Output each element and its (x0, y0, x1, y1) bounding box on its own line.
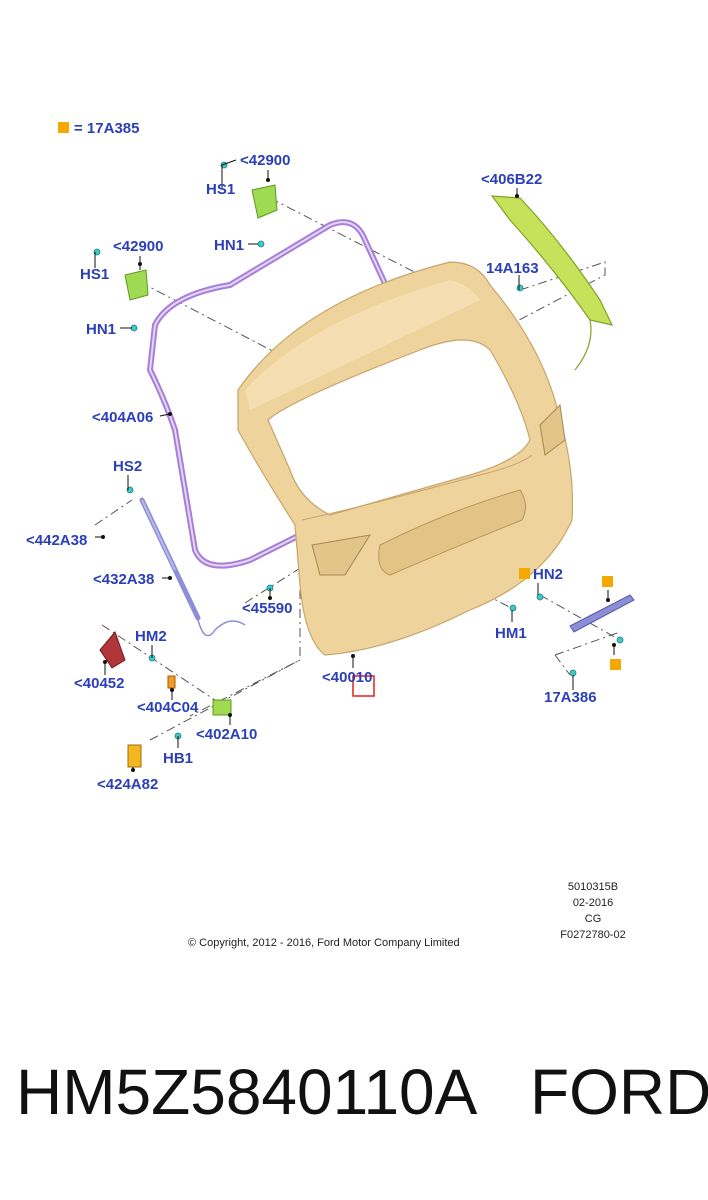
brand-name: FORD (530, 1056, 708, 1128)
legend-text: = 17A385 (74, 120, 139, 137)
callout-hs2: HS2 (113, 458, 142, 475)
drawing-metadata: 5010315B 02-2016 CG F0272780-02 (560, 881, 625, 941)
callout-hn1-lower: HN1 (86, 321, 116, 338)
latch-bracket (99, 631, 126, 669)
callout-424a82: <424A82 (97, 776, 158, 793)
copyright-notice: © Copyright, 2012 - 2016, Ford Motor Com… (188, 937, 460, 949)
legend-marker-icon (58, 122, 69, 133)
leader-lines (94, 159, 616, 772)
callout-labels: <42900 HS1 HN1 <42900 HS1 HN1 <406B22 14… (26, 152, 597, 793)
part-number: HM5Z5840110A (16, 1056, 478, 1128)
hinge-upper (251, 184, 278, 219)
callout-hm1: HM1 (495, 625, 527, 642)
callout-hs1-upper: HS1 (206, 181, 235, 198)
orange-clip (167, 675, 176, 689)
callout-406b22: <406B22 (481, 171, 542, 188)
callout-42900-lower: <42900 (113, 238, 163, 255)
highlight-box (352, 675, 375, 697)
callout-42900-upper: <42900 (240, 152, 290, 169)
latch-module (212, 699, 232, 716)
callout-17a386: 17A386 (544, 689, 597, 706)
legend: = 17A385 (58, 120, 139, 137)
meta-line-4: F0272780-02 (560, 929, 625, 941)
callout-404c04: <404C04 (137, 699, 199, 716)
callout-hs1-lower: HS1 (80, 266, 109, 283)
callout-45590: <45590 (242, 600, 292, 617)
meta-line-1: 5010315B (568, 881, 618, 893)
callout-hb1: HB1 (163, 750, 193, 767)
meta-line-3: CG (585, 913, 602, 925)
handle-switch (127, 744, 142, 768)
lamp-pocket-right (539, 403, 566, 456)
exploded-parts-diagram: = 17A385 (26, 120, 635, 949)
hinge-lower (124, 269, 149, 301)
orange-markers (519, 568, 621, 670)
lamp-pocket-left (311, 534, 372, 576)
callout-hm2: HM2 (135, 628, 167, 645)
meta-line-2: 02-2016 (573, 897, 613, 909)
callout-402a10: <402A10 (196, 726, 257, 743)
strut-cable (197, 619, 246, 637)
callout-442a38: <442A38 (26, 532, 87, 549)
callout-40010: <40010 (322, 669, 372, 686)
callout-40452: <40452 (74, 675, 124, 692)
callout-432a38: <432A38 (93, 571, 154, 588)
footer: HM5Z5840110A FORD (0, 1060, 708, 1170)
tailgate-panel (237, 261, 574, 656)
spoiler (490, 195, 614, 326)
callout-hn2: HN2 (533, 566, 563, 583)
callout-404a06: <404A06 (92, 409, 153, 426)
bracket-bar (569, 594, 635, 633)
callout-hn1-upper: HN1 (214, 237, 244, 254)
window-opening (267, 339, 531, 516)
license-plate-recess (378, 489, 526, 576)
callout-14a163: 14A163 (486, 260, 539, 277)
